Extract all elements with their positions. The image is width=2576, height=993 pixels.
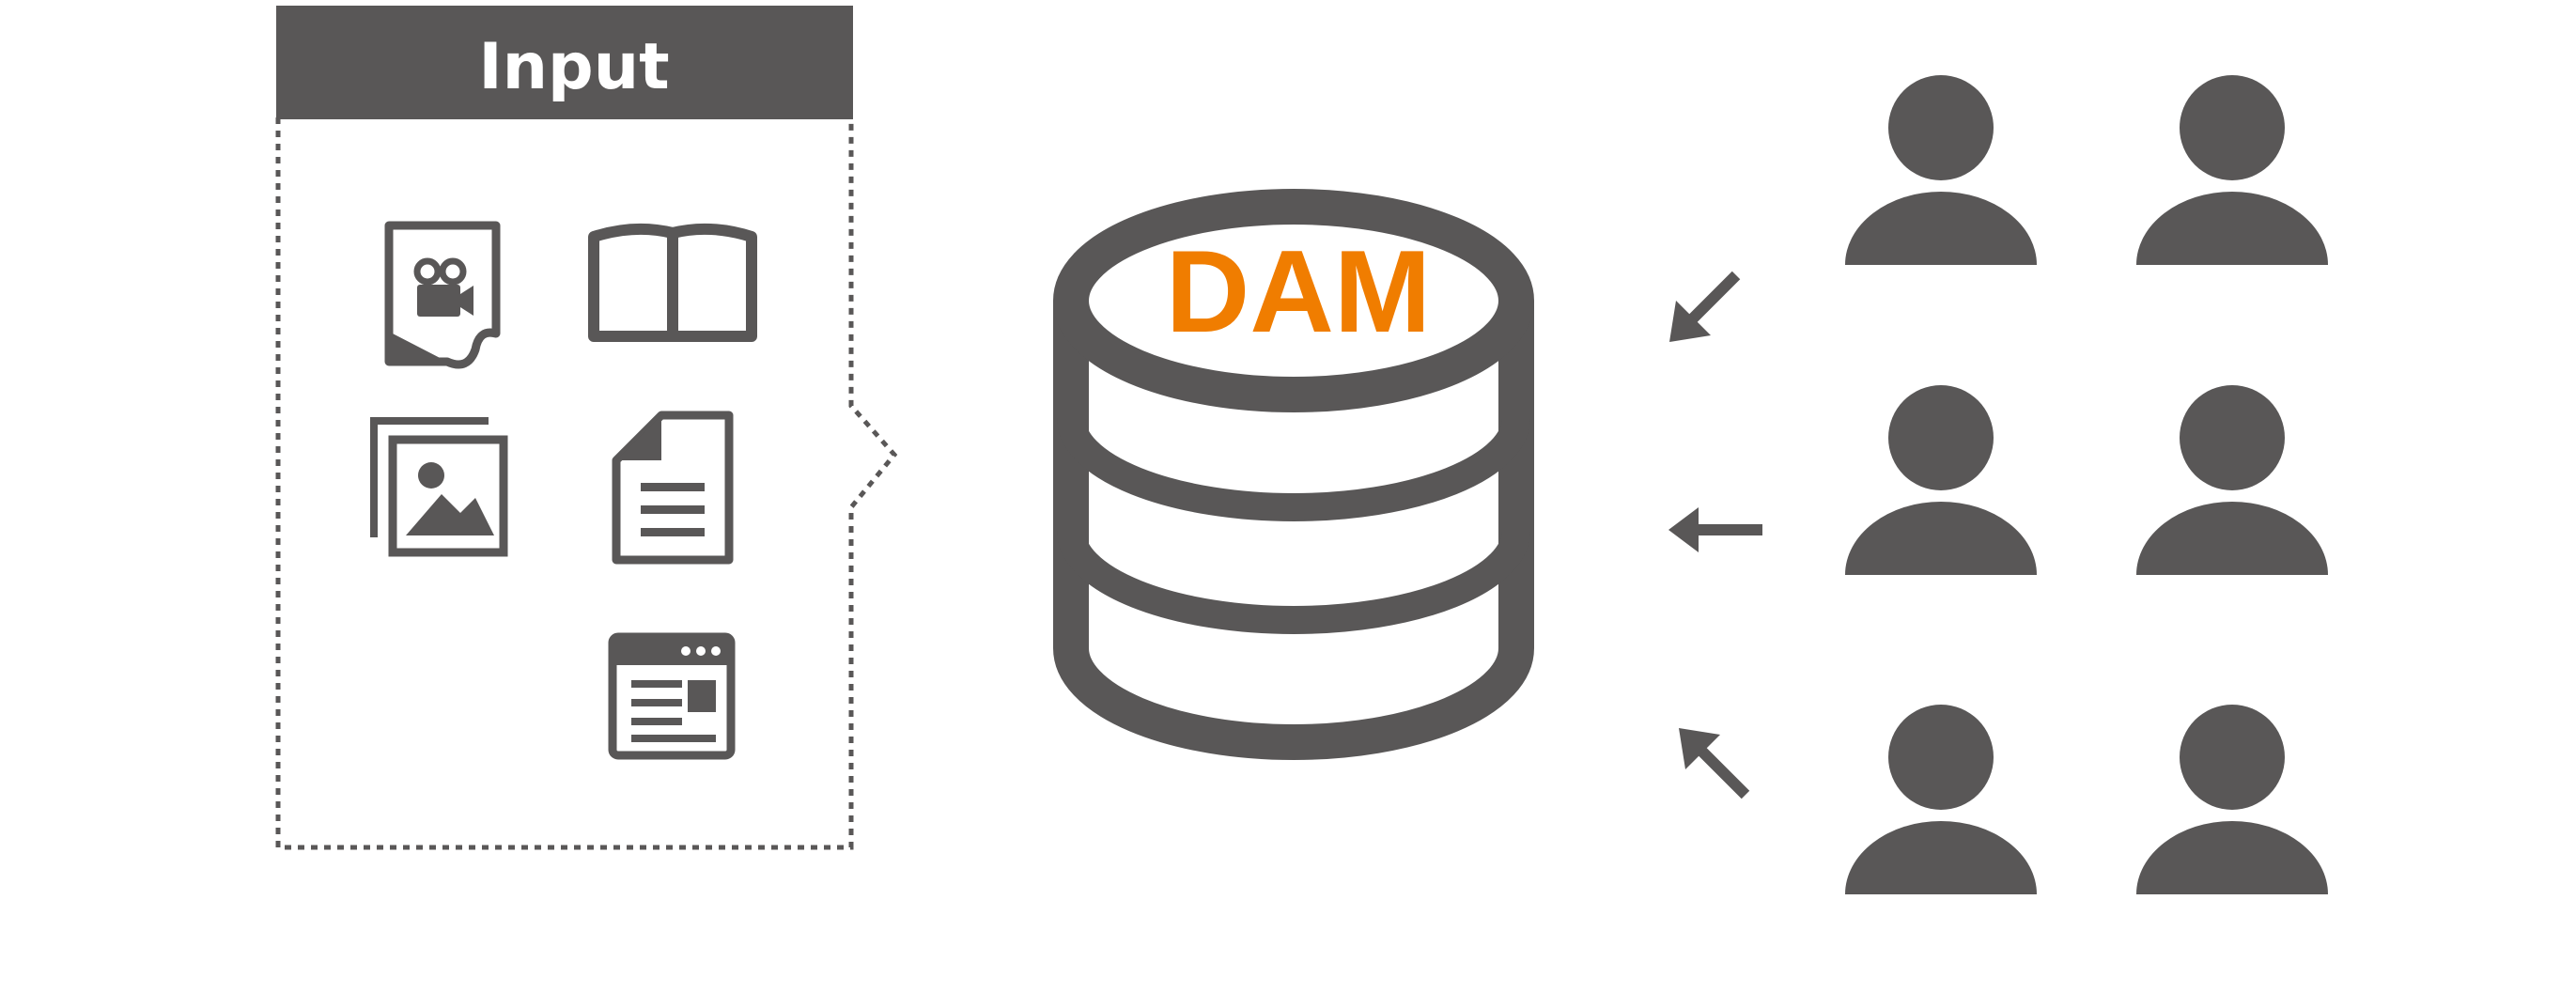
- database-ring-1: [1057, 417, 1530, 521]
- input-panel: Input: [275, 6, 898, 850]
- user-icon: [2136, 705, 2328, 894]
- dam-label: DAM: [1166, 227, 1431, 357]
- database-ring-2: [1057, 530, 1530, 634]
- input-panel-border: [275, 117, 898, 850]
- image-gallery-icon: [370, 417, 508, 557]
- dam-database: DAM: [1053, 189, 1534, 760]
- database-top: [1053, 189, 1534, 412]
- user-icon: [1845, 385, 2037, 575]
- database-body: [1053, 301, 1534, 760]
- web-page-icon: [608, 632, 736, 760]
- book-icon: [588, 223, 757, 342]
- input-panel-title: Input: [478, 30, 669, 104]
- user-icon: [1845, 705, 2037, 894]
- text-document-icon: [612, 411, 734, 565]
- user-icon: [2136, 385, 2328, 575]
- arrow-up-left-icon: [1679, 728, 1750, 799]
- user-icon: [1845, 75, 2037, 265]
- users-grid: [1845, 75, 2328, 894]
- input-panel-header: [276, 6, 853, 119]
- arrow-down-left-icon: [1669, 271, 1741, 342]
- arrows: [1668, 271, 1762, 799]
- video-document-icon: [384, 221, 501, 369]
- user-icon: [2136, 75, 2328, 265]
- arrow-left-icon: [1668, 507, 1762, 552]
